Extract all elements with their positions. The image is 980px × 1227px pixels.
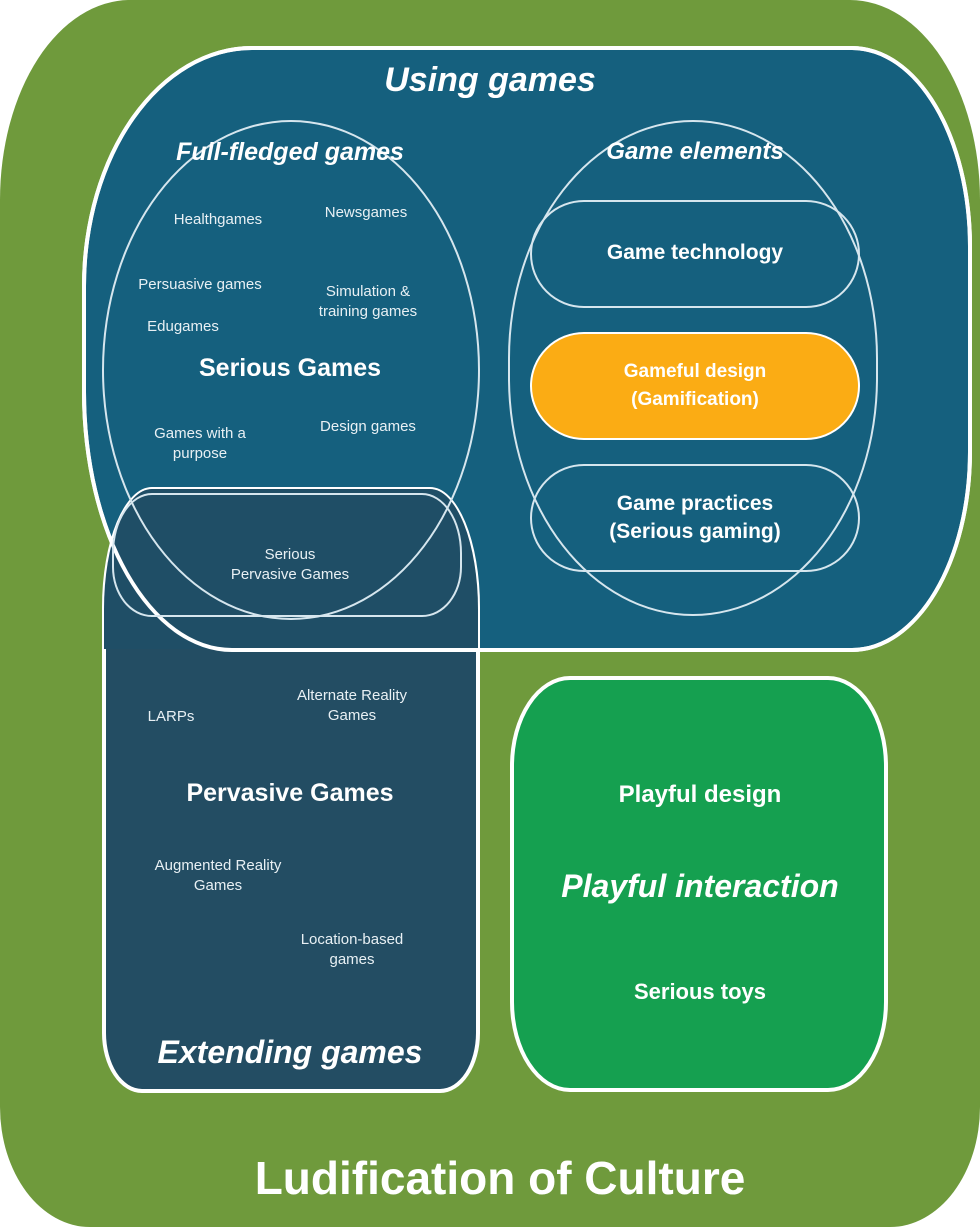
playful-design-label: Playful design: [618, 781, 782, 808]
serious-pervasive-games-label: Serious Pervasive Games: [230, 546, 350, 583]
game-technology-pill: [530, 200, 860, 308]
augmented-reality-games-label: Augmented Reality Games: [154, 857, 282, 894]
game-elements-area: [508, 120, 878, 616]
larps-label: LARPs: [147, 708, 195, 725]
persuasive-games-label: Persuasive games: [138, 276, 262, 293]
serious-pervasive-games-outline: [112, 493, 462, 617]
edugames-label: Edugames: [147, 318, 219, 335]
using-games-outline: [82, 46, 972, 652]
game-elements-title: Game elements: [606, 138, 784, 165]
game-practices-pill: [530, 464, 860, 572]
game-technology-label: Game technology: [606, 241, 784, 264]
extending-games-title: Extending games: [157, 1034, 423, 1070]
gameful-design-pill: [530, 332, 860, 440]
simulation-training-games-label: Simulation & training games: [318, 283, 418, 320]
game-practices-label: Game practices (Serious gaming): [609, 492, 781, 543]
using-games-title: Using games: [384, 61, 596, 99]
playful-area: [510, 676, 888, 1092]
pervasive-games-label: Pervasive Games: [186, 779, 394, 807]
serious-games-label: Serious Games: [198, 354, 382, 382]
full-fledged-games-area: [102, 120, 480, 620]
games-with-a-purpose-label: Games with a purpose: [154, 425, 246, 462]
serious-toys-label: Serious toys: [633, 979, 767, 1004]
ludification-of-culture-label: Ludification of Culture: [254, 1152, 746, 1204]
design-games-label: Design games: [320, 418, 416, 435]
healthgames-label: Healthgames: [173, 211, 263, 228]
full-fledged-games-title: Full-fledged games: [176, 138, 404, 166]
alternate-reality-games-label: Alternate Reality Games: [296, 687, 408, 724]
newsgames-label: Newsgames: [324, 204, 408, 221]
gameful-design-label: Gameful design (Gamification): [623, 361, 767, 410]
playful-interaction-label: Playful interaction: [561, 868, 839, 904]
location-based-games-label: Location-based games: [300, 931, 404, 968]
